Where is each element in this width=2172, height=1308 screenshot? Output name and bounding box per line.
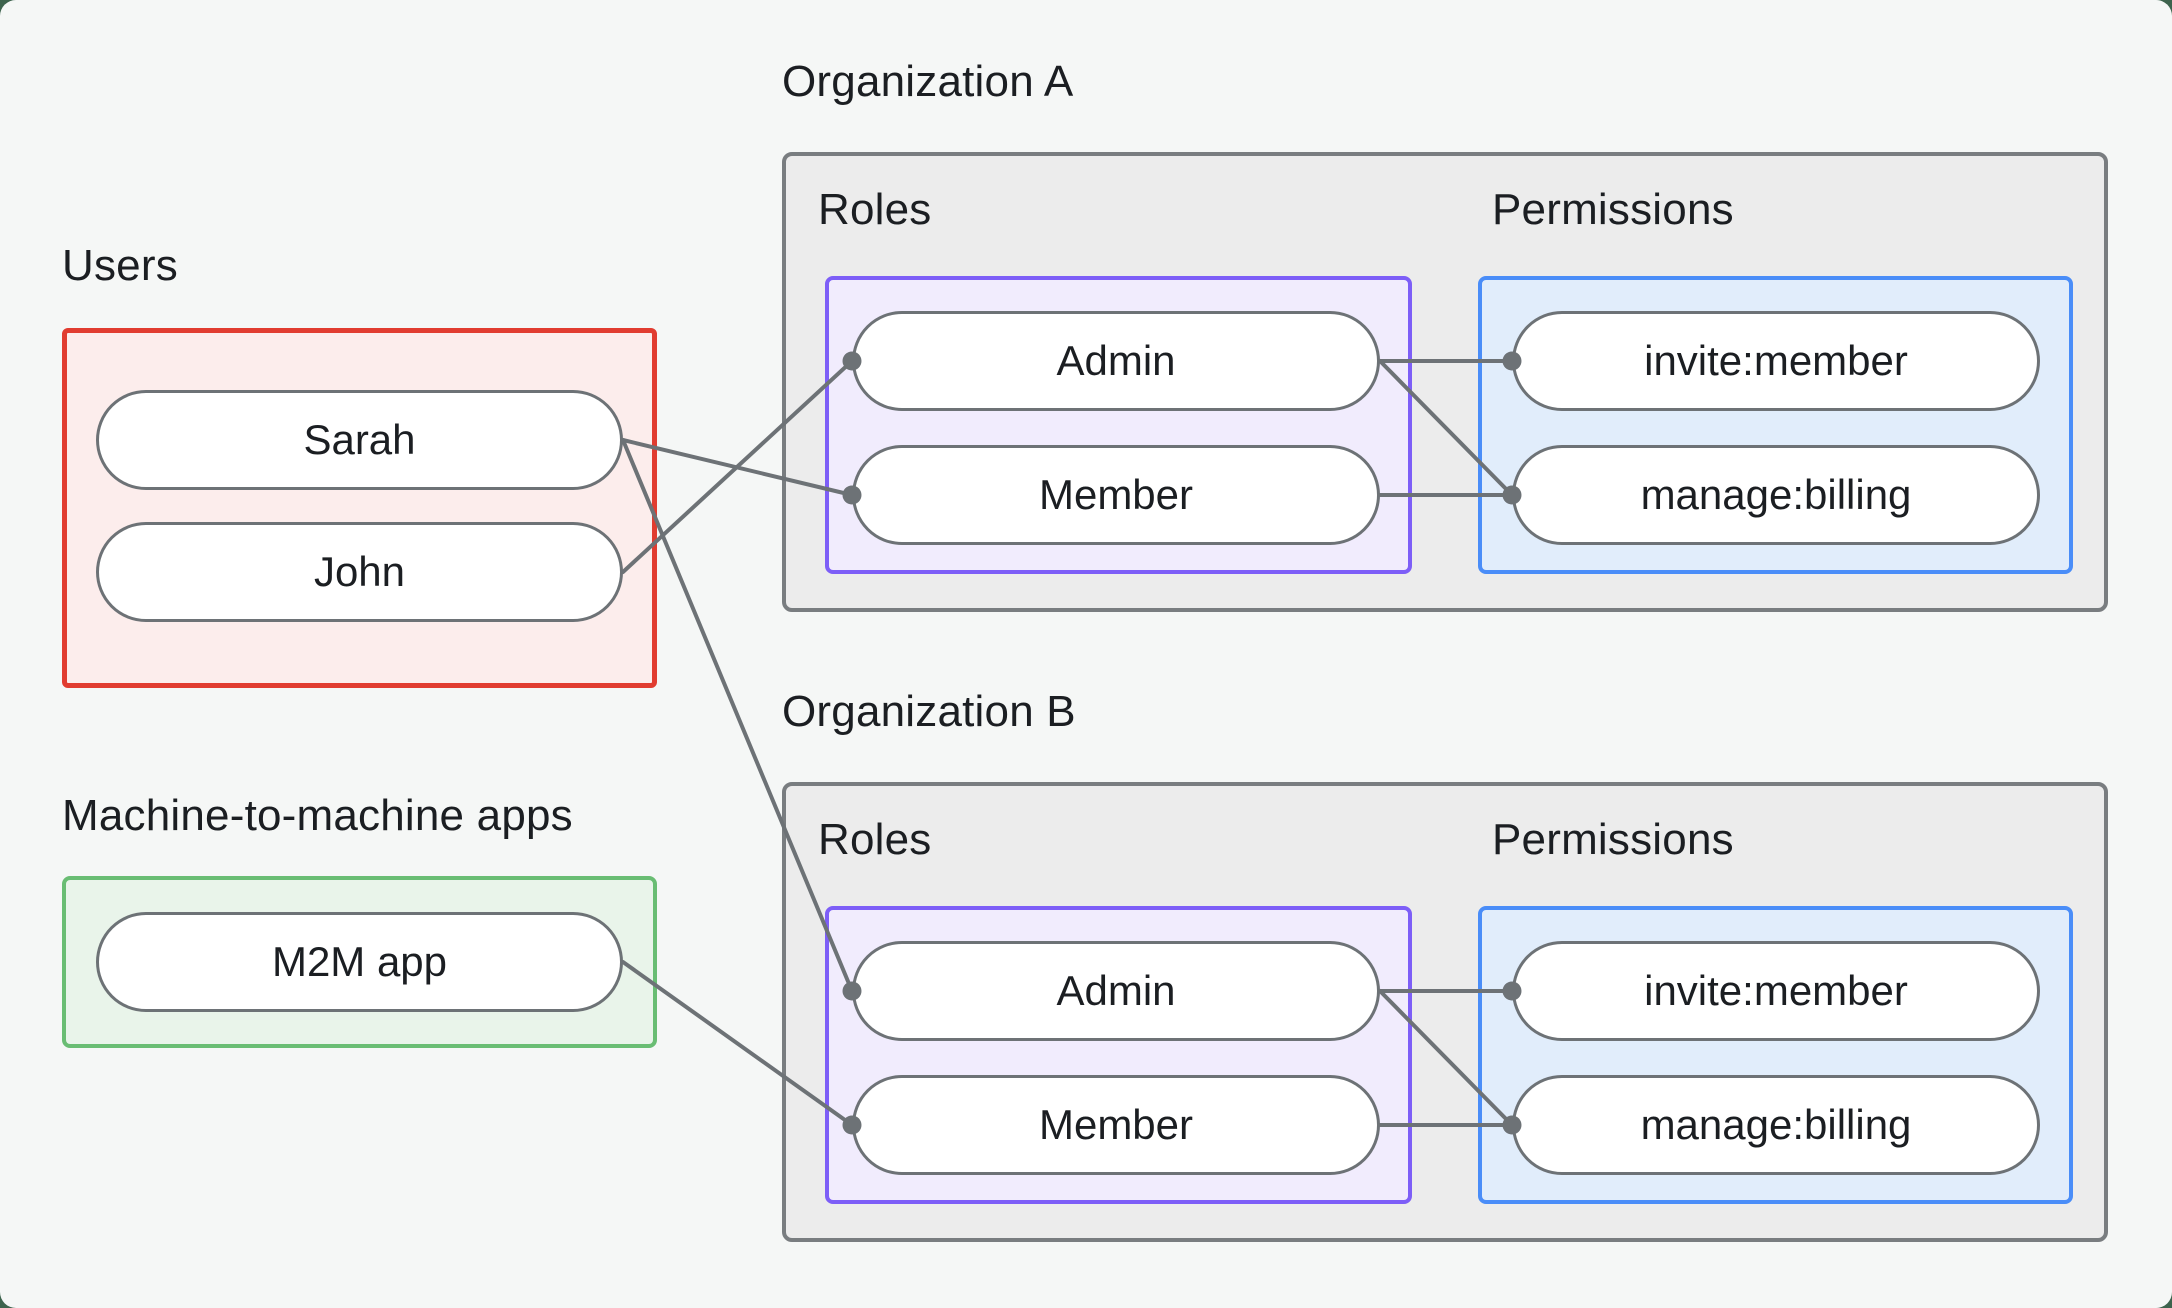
org-a-roles-label: Roles — [818, 185, 932, 234]
org-a-title: Organization A — [782, 57, 1074, 106]
org-b-role-admin: Admin — [852, 941, 1380, 1041]
org-a-role-member: Member — [852, 445, 1380, 545]
users-group-label: Users — [62, 241, 178, 290]
org-a-permission-invite-member: invite:member — [1512, 311, 2040, 411]
user-node-john: John — [96, 522, 623, 622]
org-b-title: Organization B — [782, 687, 1076, 736]
users-group-box — [62, 328, 657, 688]
org-b-permission-manage-billing: manage:billing — [1512, 1075, 2040, 1175]
user-node-sarah: Sarah — [96, 390, 623, 490]
org-b-permissions-label: Permissions — [1492, 815, 1734, 864]
org-b-permission-invite-member: invite:member — [1512, 941, 2040, 1041]
m2m-app-node: M2M app — [96, 912, 623, 1012]
m2m-group-label: Machine-to-machine apps — [62, 791, 573, 840]
org-b-role-member: Member — [852, 1075, 1380, 1175]
org-a-role-admin: Admin — [852, 311, 1380, 411]
org-a-permissions-label: Permissions — [1492, 185, 1734, 234]
org-a-permission-manage-billing: manage:billing — [1512, 445, 2040, 545]
org-b-roles-label: Roles — [818, 815, 932, 864]
